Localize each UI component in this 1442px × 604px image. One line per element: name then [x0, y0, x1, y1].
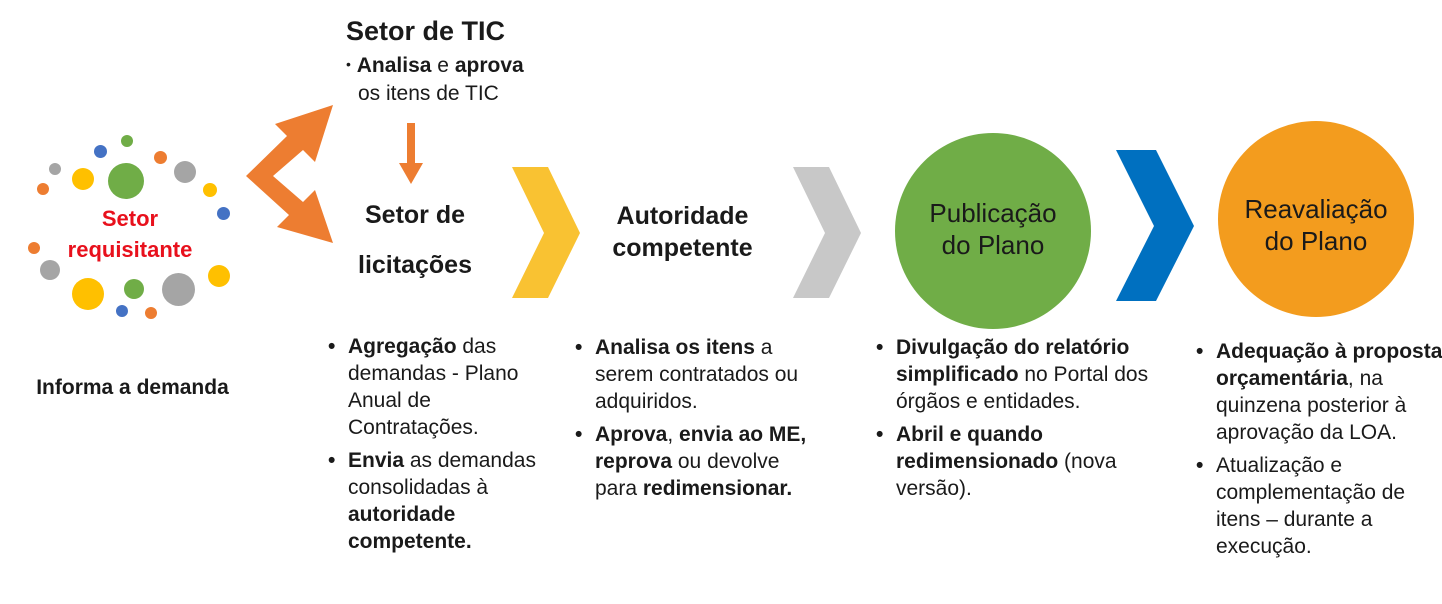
dot	[28, 242, 40, 254]
requester-caption: Informa a demanda	[36, 376, 229, 399]
tic-bold2: aprova	[454, 54, 524, 77]
list-item: Analisa os itens a serem contratados ou …	[575, 334, 820, 415]
item-bold: Envia	[348, 449, 405, 472]
autoridade-list: Analisa os itens a serem contratados ou …	[575, 334, 820, 508]
publicacao-title-line1: Publicação	[929, 198, 1057, 228]
dot	[174, 161, 196, 183]
reavaliacao-list: Adequação à proposta orçamentária, na qu…	[1196, 338, 1442, 566]
autoridade-title: Autoridade competente	[590, 200, 775, 264]
item-text: no Portal dos órgãos e entidades.	[896, 363, 1149, 413]
down-arrow-icon	[399, 123, 423, 184]
dot	[72, 168, 94, 190]
item-text: a serem contratados ou adquiridos.	[595, 336, 799, 413]
item-bold2: autoridade competente.	[348, 503, 472, 553]
requester-title: Setor requisitante	[40, 203, 220, 265]
licitacoes-list: Agregação das demandas - Plano Anual de …	[328, 333, 563, 561]
dot	[108, 163, 144, 199]
item-bold2: envia ao ME, reprova	[595, 423, 807, 473]
dot	[94, 145, 107, 158]
publicacao-circle	[895, 133, 1091, 329]
dot	[40, 260, 60, 280]
tic-text1: e	[431, 54, 455, 77]
tic-line1: • Analisa e aprova	[346, 50, 524, 80]
chevron-right-icon	[1116, 150, 1194, 301]
item-text2: ou devolve para	[595, 450, 780, 500]
item-text: Atualização e complementação de itens – …	[1216, 454, 1406, 558]
autoridade-title-line1: Autoridade	[616, 202, 749, 230]
reavaliacao-title-line2: do Plano	[1264, 226, 1368, 256]
list-item: Aprova, envia ao ME, reprova ou devolve …	[575, 421, 820, 502]
item-text: das demandas - Plano Anual de Contrataçõ…	[348, 335, 519, 439]
item-text: (nova versão).	[896, 450, 1117, 500]
chevron-right-icon	[512, 167, 580, 298]
list-item: Divulgação do relatório simplificado no …	[876, 334, 1151, 415]
publicacao-title: Publicação do Plano	[895, 197, 1091, 261]
list-item: Adequação à proposta orçamentária, na qu…	[1196, 338, 1442, 446]
dot	[203, 183, 217, 197]
reavaliacao-title-line1: Reavaliação	[1244, 194, 1388, 224]
requester-title-line2: requisitante	[67, 237, 193, 262]
dot	[37, 183, 49, 195]
list-item: Atualização e complementação de itens – …	[1196, 452, 1442, 560]
item-bold: Adequação à proposta orçamentária	[1216, 340, 1442, 390]
tic-bullet: •	[346, 56, 351, 72]
item-bold: Abril e quando redimensionado	[896, 423, 1059, 473]
autoridade-title-line2: competente	[612, 234, 753, 262]
reavaliacao-circle	[1218, 121, 1414, 317]
tic-title: Setor de TIC	[346, 16, 506, 46]
tic-line2: os itens de TIC	[358, 82, 499, 105]
dot	[217, 207, 230, 220]
publicacao-list: Divulgação do relatório simplificado no …	[876, 334, 1151, 508]
list-item: Agregação das demandas - Plano Anual de …	[328, 333, 563, 441]
dot	[124, 279, 144, 299]
item-bold3: redimensionar.	[642, 477, 793, 500]
item-bold: Aprova	[595, 423, 668, 446]
chevron-right-icon	[793, 167, 861, 298]
dot	[121, 135, 133, 147]
list-item: Abril e quando redimensionado (nova vers…	[876, 421, 1151, 502]
dot	[116, 305, 128, 317]
dot	[208, 265, 230, 287]
item-text: as demandas consolidadas à	[348, 449, 536, 499]
item-bold: Analisa os itens	[595, 336, 755, 359]
item-text: , na quinzena posterior à aprovação da L…	[1216, 367, 1407, 444]
tic-description: • Analisa e aprova os itens de TIC	[346, 50, 524, 108]
requester-title-line1: Setor	[101, 206, 159, 231]
item-bold: Divulgação do relatório simplificado	[896, 336, 1130, 386]
reavaliacao-title: Reavaliação do Plano	[1218, 193, 1414, 257]
split-arrow-icon	[246, 105, 333, 243]
publicacao-title-line2: do Plano	[941, 230, 1045, 260]
item-text: ,	[667, 423, 680, 446]
dot	[72, 278, 104, 310]
licitacoes-title: Setor de licitações	[335, 190, 495, 290]
requester-cluster	[20, 125, 250, 325]
item-bold: Agregação	[348, 335, 457, 358]
tic-bold1: Analisa	[356, 54, 432, 77]
dot	[49, 163, 61, 175]
licitacoes-title-line2: licitações	[358, 251, 472, 279]
dot	[154, 151, 167, 164]
dot	[145, 307, 157, 319]
dot	[162, 273, 195, 306]
licitacoes-title-line1: Setor de	[364, 201, 466, 229]
list-item: Envia as demandas consolidadas à autorid…	[328, 447, 563, 555]
